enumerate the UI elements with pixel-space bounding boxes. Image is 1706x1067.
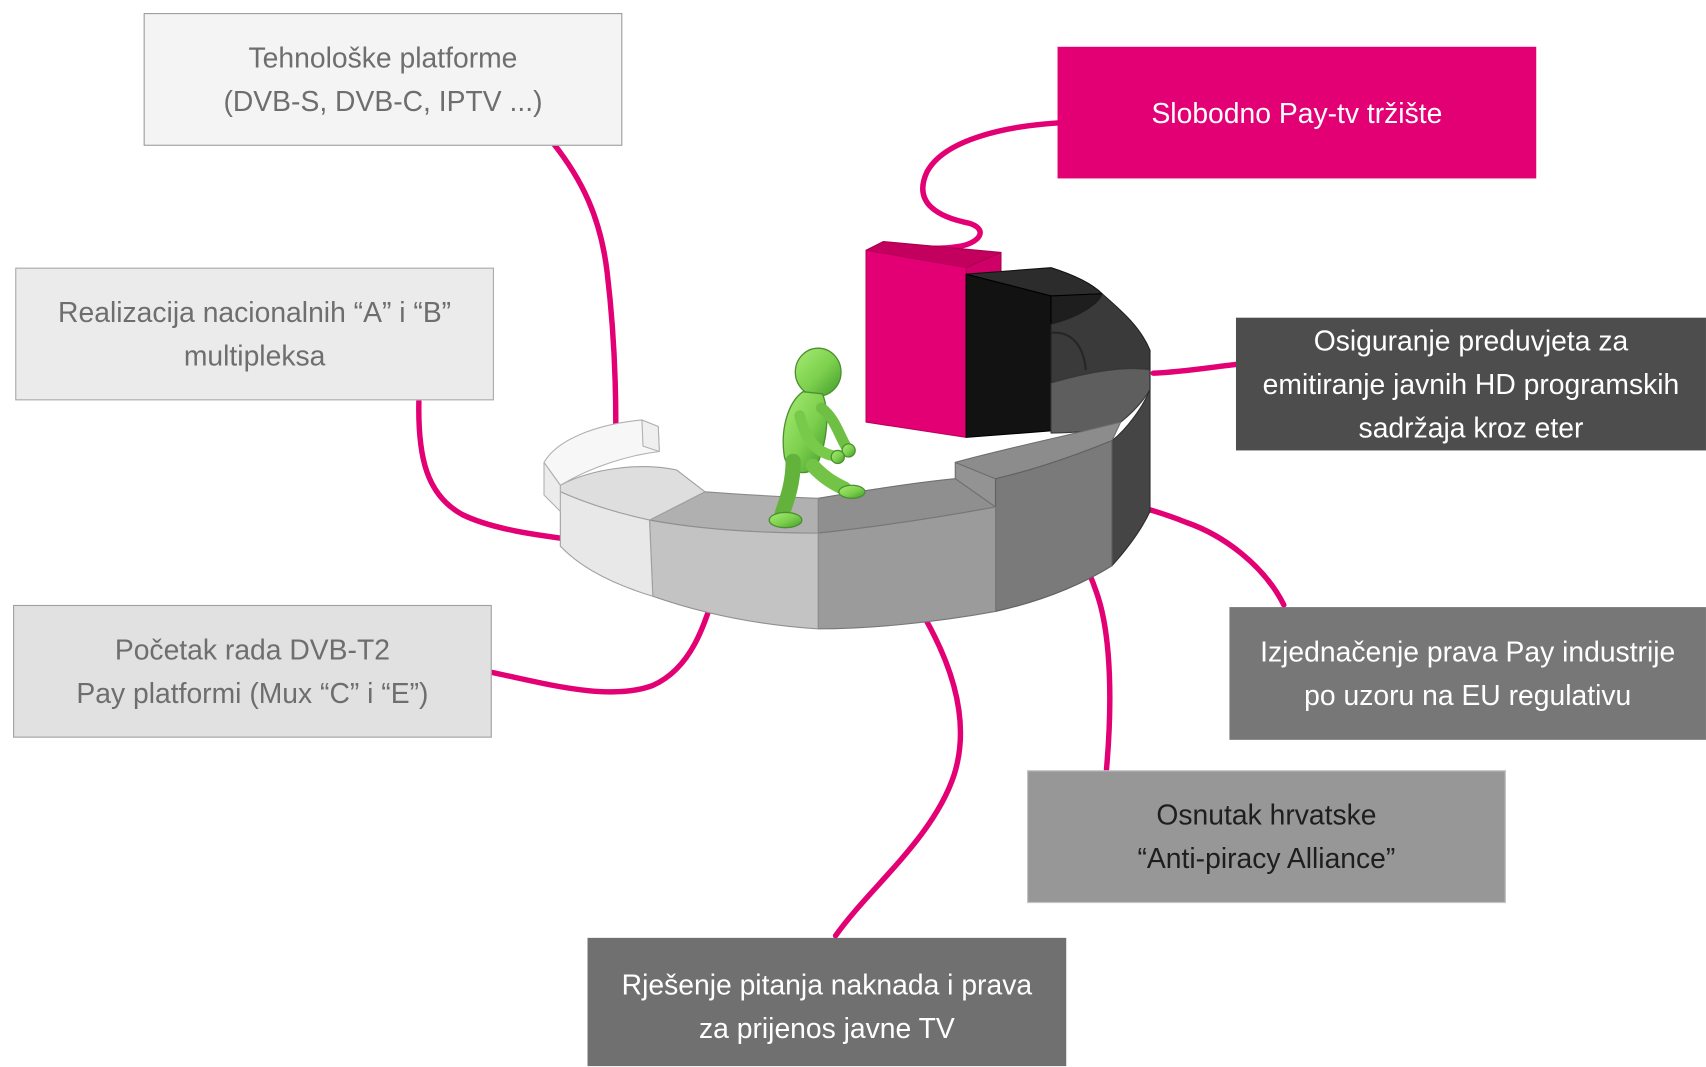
connector-lines [416,120,1287,939]
callout-public-tv-fees: Rješenje pitanja naknada i prava za prij… [587,937,1067,1067]
callout-hd-broadcast-preconditions: Osiguranje preduvjeta za emitiranje javn… [1235,317,1706,451]
connector-line-technology-platforms [549,139,619,428]
stair-step-1-outer [543,461,561,512]
connector-line-free-market [913,120,1061,251]
callout-dvb-t2-pay-platform: Početak rada DVB-T2 Pay platformi (Mux “… [13,604,492,738]
stair-step-5-front [994,440,1113,613]
stair-step-8-face [965,273,1052,438]
figure-head [794,347,842,397]
callout-free-pay-tv-market: Slobodno Pay-tv tržište [1057,46,1537,179]
callout-line: Pay platformi (Mux “C” i “E”) [76,676,429,710]
connector-line-hd-broadcast [1150,361,1239,376]
figure-foot-front [838,484,866,499]
callout-line: Slobodno Pay-tv tržište [1151,96,1443,129]
figure-leg-rear [774,453,801,522]
callout-line: po uzoru na EU regulativu [1304,678,1632,712]
stair-step-1-end [641,419,660,453]
callout-line: (DVB-S, DVB-C, IPTV ...) [223,84,543,118]
connector-line-dvb-t2 [489,570,723,695]
callout-line: Realizacija nacionalnih “A” i “B” [58,295,452,329]
callout-eu-regulation-alignment: Izjednačenje prava Pay industrije po uzo… [1229,607,1706,740]
connector-line-public-tv [832,565,964,939]
callout-technology-platforms: Tehnološke platforme (DVB-S, DVB-C, IPTV… [143,13,623,146]
figure-arm-back [816,402,852,453]
callout-national-multiplexes: Realizacija nacionalnih “A” i “B” multip… [15,267,494,401]
callout-line: Osnutak hrvatske [1156,798,1377,832]
stair-step-2-front [559,491,654,597]
callout-line: sadržaja kroz eter [1358,411,1584,444]
callout-line: Osiguranje preduvjeta za [1313,324,1629,357]
callout-line: Tehnološke platforme [248,41,518,74]
callout-line: za prijenos javne TV [698,1011,955,1045]
callout-line: Rješenje pitanja naknada i prava [621,968,1033,1001]
stair-step-4-front [817,506,997,630]
connector-line-eu-regulation [1128,502,1287,608]
stair-step-7-inner-edge [1050,331,1087,371]
callout-line: Početak rada DVB-T2 [114,633,390,666]
stair-step-9-face [865,249,967,438]
spiral-staircase [543,240,1151,630]
figure-leg-front [805,458,852,496]
figure-hand-front [830,449,845,465]
callout-anti-piracy-alliance: Osnutak hrvatske “Anti-piracy Alliance” [1027,770,1506,904]
callout-line: “Anti-piracy Alliance” [1137,842,1396,875]
figure-foot-rear [768,511,803,529]
figure-hand-back [841,443,856,458]
figure-arm-front [794,410,839,462]
callout-line: emitiranje javnih HD programskih [1262,367,1680,401]
walking-figure [768,347,866,529]
callout-line: multipleksa [183,339,326,373]
stair-step-3-front [648,519,819,630]
callout-line: Izjednačenje prava Pay industrije [1260,635,1676,669]
